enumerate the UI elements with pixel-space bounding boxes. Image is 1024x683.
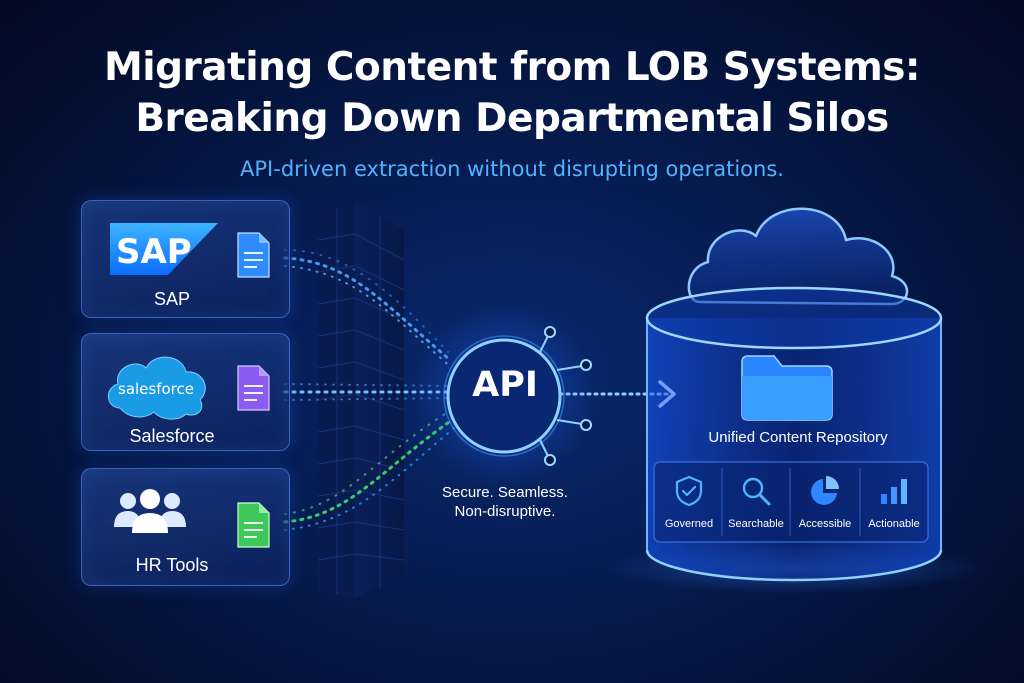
repository-cylinder [604,286,984,594]
feature-searchable: Searchable [723,462,789,542]
feature-actionable: Actionable [861,462,927,542]
source-card-salesforce: salesforce Salesforce [81,333,290,451]
source-card-sap: SAP SAP [81,200,290,318]
source-card-hr-tools: HR Tools [81,468,290,586]
source-label-hr-tools: HR Tools [135,555,209,575]
feature-label-governed: Governed [664,518,714,530]
page-title-line-1: Migrating Content from LOB Systems: [103,45,921,90]
page-title-line-2: Breaking Down Departmental Silos [135,96,889,141]
brick-wall [317,202,405,598]
feature-governed: Governed [656,462,722,542]
cloud-icon [687,207,909,306]
shield-check-icon [675,475,703,507]
document-icon-blue [237,232,270,278]
source-label-salesforce: Salesforce [129,426,215,446]
api-hub [412,304,596,488]
salesforce-cloud-logo: salesforce [108,356,206,420]
api-tagline-line-2: Non-disruptive. [454,503,556,520]
pie-chart-icon [811,476,839,505]
api-tagline-line-1: Secure. Seamless. [442,484,568,501]
bar-chart-icon [881,479,907,504]
page-subtitle: API-driven extraction without disrupting… [240,157,784,181]
feature-label-actionable: Actionable [868,518,920,530]
repository-label: Unified Content Repository [708,429,888,446]
sap-logo-text: SAP [116,232,192,272]
people-group-icon [114,489,186,533]
feature-label-searchable: Searchable [728,518,784,530]
salesforce-logo-text: salesforce [118,380,194,398]
folder-icon [741,355,833,421]
source-label-sap: SAP [153,289,191,309]
feature-accessible: Accessible [792,462,858,542]
feature-label-accessible: Accessible [798,518,852,530]
sap-logo: SAP [110,223,218,275]
magnifier-icon [742,477,771,506]
api-label: API [472,365,538,405]
document-icon-purple [237,365,270,411]
document-icon-green [237,502,270,548]
